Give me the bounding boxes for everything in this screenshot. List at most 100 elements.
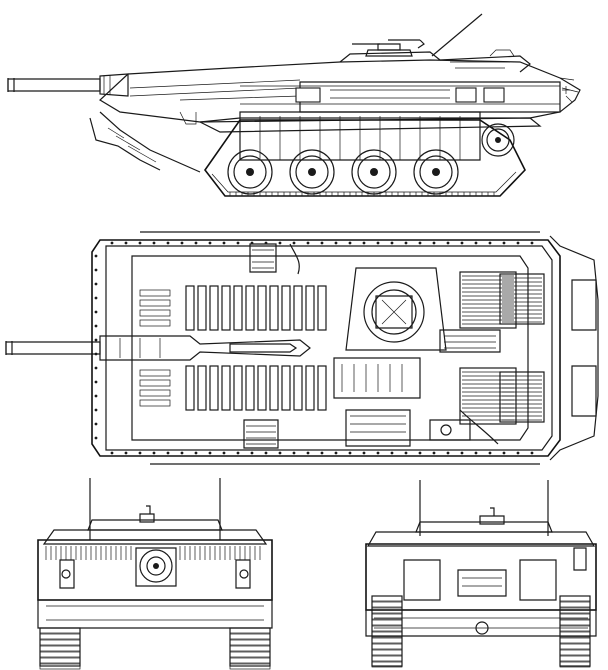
side-drive-sprocket <box>481 123 515 157</box>
ammo-slot <box>293 365 303 411</box>
hull-bolt <box>376 451 380 455</box>
rack-bracket <box>139 399 171 407</box>
ammo-slot <box>281 365 291 411</box>
hull-bolt <box>530 241 534 245</box>
hull-bolt <box>110 241 114 245</box>
track-shoe <box>229 633 271 640</box>
top-hull-bolts <box>94 241 534 455</box>
top-gun-trunk <box>99 335 311 361</box>
hull-bolt <box>474 451 478 455</box>
top-gun-barrel <box>5 341 101 355</box>
road-wheel-rim <box>233 155 267 189</box>
road-wheel-rim <box>295 155 329 189</box>
hull-bolt <box>516 241 520 245</box>
hull-bolt <box>124 241 128 245</box>
hull-bolt <box>292 241 296 245</box>
grille-frame <box>459 271 517 329</box>
grille-frame <box>499 371 545 423</box>
track-shoe <box>229 651 271 658</box>
hull-bolt <box>236 451 240 455</box>
hull-bolt <box>446 241 450 245</box>
ammo-slot <box>233 285 243 331</box>
hull-bolt <box>362 241 366 245</box>
hull-bolt <box>166 241 170 245</box>
top-commander-station <box>333 267 447 447</box>
hull-bolt <box>292 451 296 455</box>
track-shoe <box>559 625 591 632</box>
track-shoe <box>229 627 271 634</box>
hull-bolt <box>502 241 506 245</box>
rack-bracket <box>139 389 171 397</box>
hull-bolt <box>348 241 352 245</box>
hull-bolt <box>94 254 98 258</box>
track-shoe <box>371 625 403 632</box>
ammo-slot <box>197 365 207 411</box>
rear-view <box>365 480 597 668</box>
hull-bolt <box>222 241 226 245</box>
ammo-slot <box>185 285 195 331</box>
side-cupola <box>339 13 531 73</box>
side-track-tread <box>229 192 495 196</box>
track-outline <box>229 627 271 667</box>
road-wheel-rim <box>357 155 391 189</box>
road-wheel-rim <box>419 155 453 189</box>
track-shoe <box>559 655 591 662</box>
hull-bolt <box>94 394 98 398</box>
ammo-slot <box>221 285 231 331</box>
front-tracks <box>39 627 271 670</box>
track-shoe <box>559 643 591 650</box>
hull-bolt <box>474 241 478 245</box>
ammo-slot <box>305 285 315 331</box>
rack-bracket <box>139 379 171 387</box>
hull-bolt <box>390 241 394 245</box>
ammo-slot <box>257 285 267 331</box>
hull-bolt <box>446 451 450 455</box>
hull-bolt <box>94 310 98 314</box>
hull-bolt <box>460 241 464 245</box>
ammo-slot <box>185 365 195 411</box>
hull-bolt <box>152 241 156 245</box>
rack-bracket <box>139 289 171 297</box>
hull-bolt <box>94 380 98 384</box>
top-fittings <box>243 243 501 449</box>
track-shoe <box>559 649 591 656</box>
track-shoe <box>559 619 591 626</box>
hull-bolt <box>208 241 212 245</box>
track-shoe <box>559 595 591 602</box>
side-road-wheels <box>227 149 459 195</box>
hull-bolt <box>94 338 98 342</box>
rack-bracket <box>139 369 171 377</box>
rack-bracket <box>139 319 171 327</box>
hull-bolt <box>110 451 114 455</box>
hull-bolt <box>418 241 422 245</box>
hull-bolt <box>306 241 310 245</box>
ammo-slot <box>293 285 303 331</box>
ammo-slot <box>245 365 255 411</box>
track-outline <box>559 595 591 667</box>
hull-bolt <box>488 241 492 245</box>
ammo-slot <box>317 365 327 411</box>
hull-bolt <box>138 451 142 455</box>
side-dozer-blade <box>89 111 201 173</box>
side-track <box>204 119 526 197</box>
hull-bolt <box>94 408 98 412</box>
hull-bolt <box>460 451 464 455</box>
hull-bolt <box>94 282 98 286</box>
ammo-slot <box>221 365 231 411</box>
rack-bracket <box>139 309 171 317</box>
ammo-slot <box>197 285 207 331</box>
top-view <box>5 231 599 465</box>
hull-bolt <box>250 451 254 455</box>
hull-bolt <box>362 451 366 455</box>
ammo-slot <box>269 285 279 331</box>
road-wheel-hub <box>246 168 254 176</box>
ammo-slot <box>245 285 255 331</box>
hull-bolt <box>94 436 98 440</box>
track-outline <box>39 627 81 667</box>
track-shoe <box>39 627 81 634</box>
track-shoe <box>371 595 403 602</box>
hull-bolt <box>180 451 184 455</box>
hull-bolt <box>432 241 436 245</box>
hull-bolt <box>278 241 282 245</box>
hull-bolt <box>306 451 310 455</box>
